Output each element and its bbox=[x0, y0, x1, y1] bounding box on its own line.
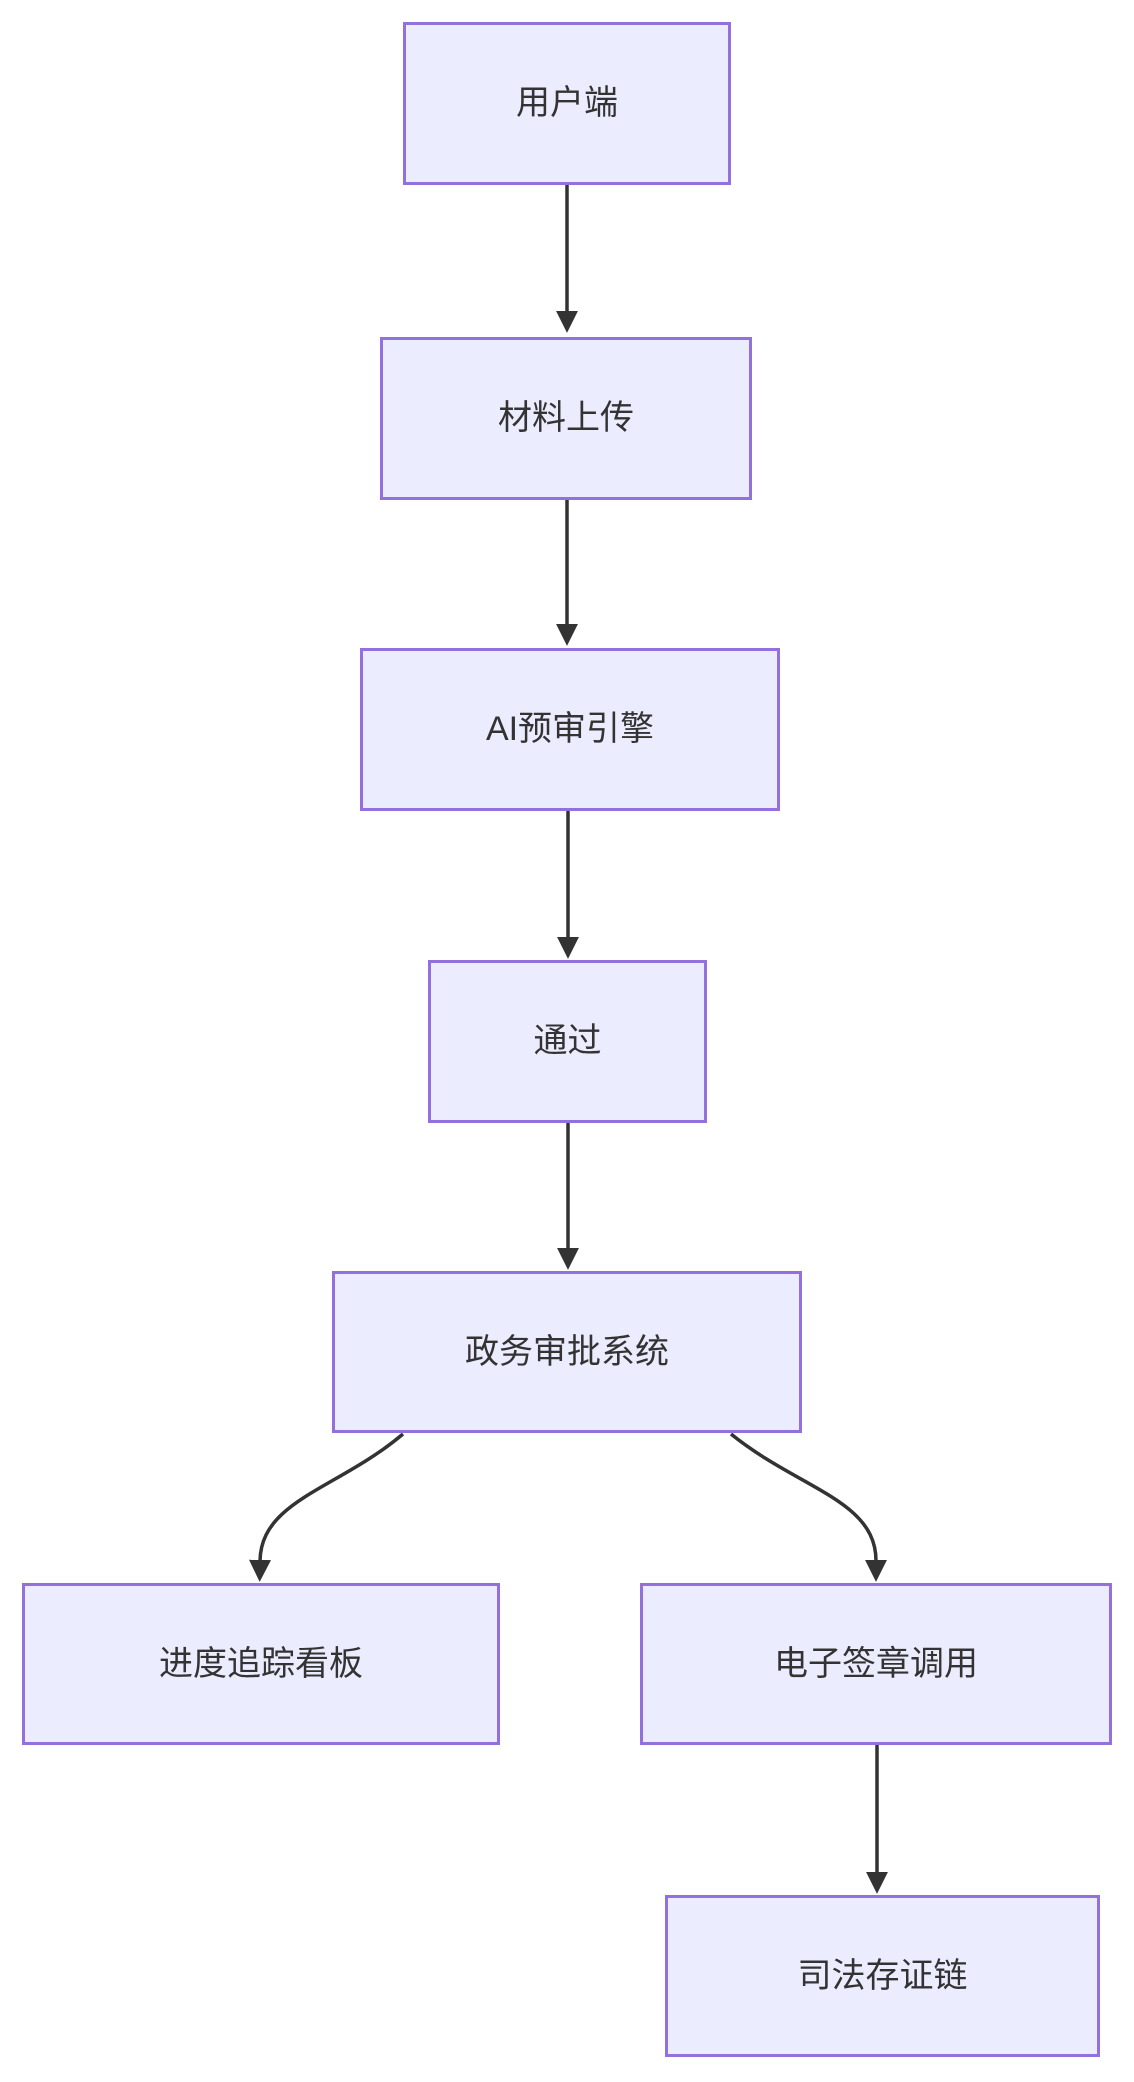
edge-gov-system-to-esign-call bbox=[729, 1432, 887, 1582]
node-client-label: 用户端 bbox=[516, 84, 618, 123]
node-upload-label: 材料上传 bbox=[498, 399, 634, 438]
edge-gov-system-to-progress-board bbox=[249, 1432, 405, 1582]
node-gov-system-label: 政务审批系统 bbox=[465, 1332, 669, 1371]
node-progress-board-label: 进度追踪看板 bbox=[159, 1644, 363, 1683]
node-esign-call-label: 电子签章调用 bbox=[774, 1644, 978, 1683]
node-judicial-chain-label: 司法存证链 bbox=[797, 1956, 968, 1995]
node-ai-engine: AI预审引擎 bbox=[360, 648, 780, 811]
node-client: 用户端 bbox=[403, 22, 731, 185]
node-progress-board: 进度追踪看板 bbox=[22, 1583, 500, 1745]
node-upload: 材料上传 bbox=[380, 337, 752, 500]
node-esign-call: 电子签章调用 bbox=[640, 1583, 1112, 1745]
node-ai-engine-label: AI预审引擎 bbox=[485, 710, 655, 749]
node-judicial-chain: 司法存证链 bbox=[665, 1895, 1100, 2057]
node-pass: 通过 bbox=[428, 960, 707, 1123]
node-pass-label: 通过 bbox=[533, 1022, 602, 1061]
node-gov-system: 政务审批系统 bbox=[332, 1271, 802, 1433]
